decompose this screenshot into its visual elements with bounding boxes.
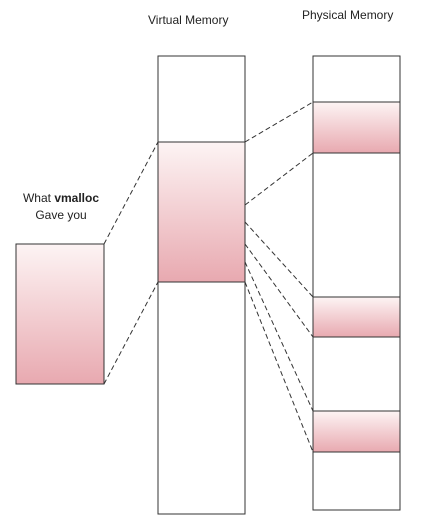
vmalloc-caption-line1: What vmalloc [0, 190, 122, 207]
vmalloc-result-block [15, 243, 105, 385]
connector-top-left [103, 141, 159, 245]
connector-bottom-left [103, 281, 159, 385]
physical-memory-title: Physical Memory [302, 8, 394, 22]
connector-page3-top [244, 261, 314, 412]
connector-page2-top [244, 221, 314, 298]
vmalloc-caption-prefix: What [22, 191, 55, 205]
physical-page-1 [312, 101, 401, 154]
vmalloc-caption-line2: Gave you [35, 208, 87, 222]
connector-page1-top [244, 101, 314, 143]
physical-page-2 [312, 296, 401, 338]
connector-page2-bottom [244, 243, 314, 338]
vmalloc-caption: What vmalloc Gave you [0, 190, 122, 224]
virtual-allocated-region [157, 141, 246, 283]
virtual-memory-column [157, 55, 246, 515]
connector-page3-bottom [244, 281, 314, 453]
connector-page1-bottom [244, 152, 314, 206]
physical-page-3 [312, 410, 401, 453]
virtual-memory-title: Virtual Memory [148, 13, 229, 27]
vmalloc-to-virtual-connectors [103, 141, 159, 385]
virtual-to-physical-connectors [244, 101, 314, 453]
vmalloc-keyword: vmalloc [54, 191, 100, 205]
